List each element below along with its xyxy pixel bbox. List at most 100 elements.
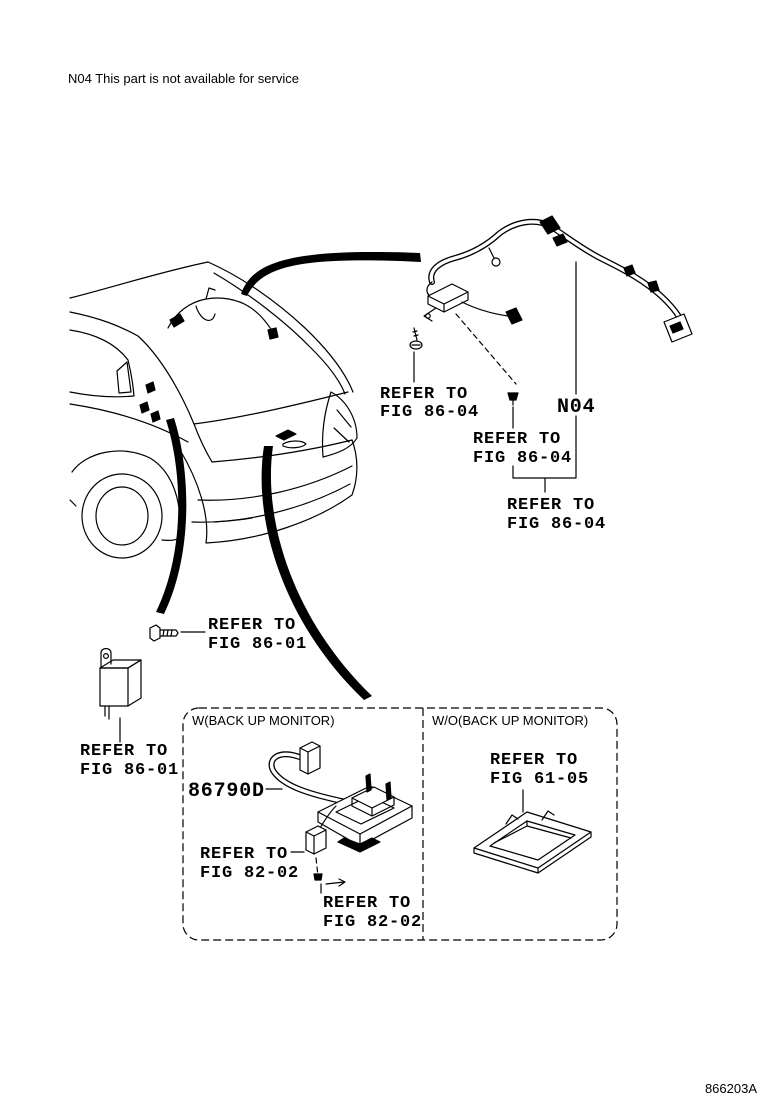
reflector (213, 517, 253, 523)
leader-swoosh-relay (156, 418, 187, 614)
refer-to-label: REFER TO (80, 742, 168, 761)
wheel-arch (71, 450, 181, 529)
vehicle-rear-body (69, 261, 358, 559)
harness-end-connector-lock (669, 321, 684, 334)
figure-reference: FIG 61-05 (490, 770, 589, 789)
harness-clip (623, 264, 636, 277)
figure-reference: FIG 86-04 (380, 403, 479, 422)
figure-reference: FIG 82-02 (200, 864, 299, 883)
clip-dashed-guide (455, 313, 517, 385)
figure-reference: FIG 86-01 (208, 635, 307, 654)
roof-line (69, 261, 209, 299)
figure-reference: FIG 86-04 (473, 449, 572, 468)
refer-callout: REFER TO FIG 86-01 (208, 616, 307, 654)
license-lamp (282, 440, 307, 449)
panel-title-with-monitor: W(BACK UP MONITOR) (192, 713, 335, 728)
backup-camera-assembly (265, 741, 413, 894)
cover-opening (489, 820, 576, 861)
relay-side (127, 659, 142, 707)
camera-clip-guide (315, 857, 319, 877)
module-bracket-hole (425, 313, 431, 319)
ground-terminal-lead (488, 247, 495, 259)
part-code-harness: N04 (557, 396, 595, 419)
branch-connector (505, 307, 523, 325)
refer-callout: REFER TO FIG 86-04 (507, 496, 606, 534)
camera-sub-connector-edges (305, 829, 327, 855)
part-code-camera: 86790D (188, 780, 265, 803)
module-top (427, 283, 469, 305)
camera-hole-cover (473, 789, 592, 874)
vehicle-harness-clip (205, 287, 216, 300)
camera-harness-connector (299, 741, 321, 775)
option-panel-frame (182, 707, 618, 941)
vehicle-harness-loop (195, 305, 216, 322)
figure-reference: FIG 82-02 (323, 913, 422, 932)
refer-callout: REFER TO FIG 86-04 (380, 385, 479, 422)
bumper-line-upper (197, 465, 353, 501)
refer-callout: REFER TO FIG 61-05 (490, 751, 589, 789)
bolt-threads (162, 629, 173, 637)
arrow-icon (325, 878, 346, 887)
body-clip (139, 401, 150, 414)
diagram-code: 866203A (705, 1081, 757, 1096)
camera-body-sides (351, 796, 395, 817)
hatch-lower-panel (193, 423, 353, 463)
relay-assembly (99, 624, 206, 743)
camera-lens-housing (337, 837, 381, 853)
camera-clip (313, 873, 323, 881)
relay-bracket-hole (102, 652, 109, 659)
cover-outer (473, 811, 592, 869)
cover-inner-wall (493, 820, 572, 844)
relay-terminals (104, 705, 110, 720)
panel-title-without-monitor: W/O(BACK UP MONITOR) (432, 713, 588, 728)
cover-tabs (505, 810, 555, 825)
refer-callout: REFER TO FIG 82-02 (200, 845, 299, 883)
vehicle-harness-connector (169, 313, 185, 328)
relay-bracket-tab (100, 647, 112, 669)
quarter-glass (116, 361, 132, 394)
wire-harness-assembly (409, 215, 693, 493)
refer-to-label: REFER TO (323, 894, 411, 913)
screw-shaft (412, 327, 419, 341)
vehicle-harness-wire (167, 297, 274, 333)
cover-rim (473, 831, 592, 874)
relay-front (99, 667, 129, 707)
camera-mount-location (275, 429, 297, 441)
vehicle-harness-connector (267, 327, 279, 340)
figure-reference: FIG 86-01 (80, 761, 179, 780)
hatch-edge-outer (207, 261, 354, 393)
rear-tire (81, 473, 163, 559)
side-window (69, 329, 135, 398)
camera-studs (365, 773, 392, 801)
harness-connector-block (552, 233, 568, 247)
bolt-head (149, 624, 161, 642)
body-clip (145, 381, 156, 394)
refer-callout: REFER TO FIG 86-04 (473, 430, 572, 468)
refer-callout: REFER TO FIG 86-01 (80, 742, 179, 780)
refer-to-label: REFER TO (507, 496, 595, 515)
figure-reference: FIG 86-04 (507, 515, 606, 534)
hatch-edge-inner (213, 272, 346, 395)
module-bracket (423, 307, 437, 322)
leader-swoosh-harness (241, 252, 421, 296)
service-note: N04 This part is not available for servi… (68, 71, 299, 86)
ground-terminal-ring (491, 257, 501, 267)
refer-to-label: REFER TO (200, 845, 288, 864)
tail-lamp-detail (333, 409, 352, 443)
tail-lamp (321, 391, 358, 458)
harness-clip (647, 280, 660, 293)
leader-swoosh-camera (261, 446, 372, 700)
camera-wire-core (269, 752, 348, 804)
refer-to-label: REFER TO (473, 430, 561, 449)
refer-to-label: REFER TO (490, 751, 578, 770)
clip-top (507, 392, 519, 401)
camera-sub-connector (305, 825, 327, 855)
rear-wheel-rim (95, 486, 149, 546)
harness-connector-block (539, 215, 561, 235)
camera-sub-wire (319, 805, 337, 829)
body-clip (150, 410, 161, 423)
refer-to-label: REFER TO (380, 385, 468, 404)
c-pillar (137, 335, 195, 425)
harness-branch-wire (461, 301, 509, 317)
